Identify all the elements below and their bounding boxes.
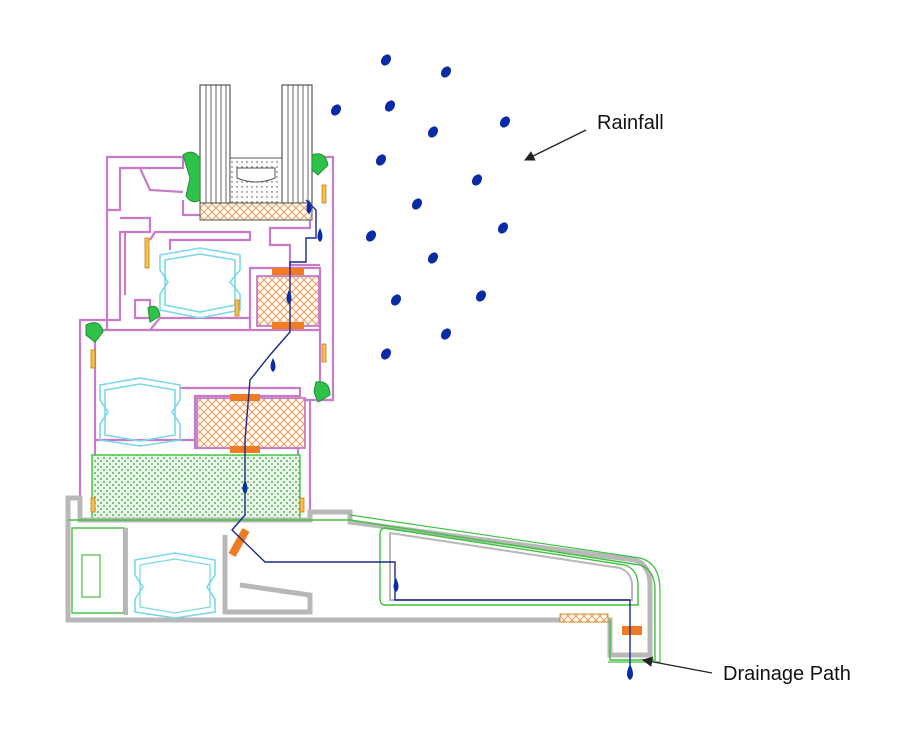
- water-drop-icon: [317, 228, 323, 242]
- water-drop-icon: [440, 328, 452, 340]
- glazing-bed-strip: [199, 202, 313, 221]
- water-drop-icon: [440, 66, 452, 78]
- water-drop-icon: [499, 116, 511, 128]
- frame-insulation-box: [196, 394, 306, 453]
- drainage-drops: [242, 200, 633, 680]
- water-drop-icon: [427, 252, 439, 264]
- rainfall-drops: [330, 54, 511, 360]
- water-drop-icon: [393, 578, 399, 592]
- water-drop-icon: [384, 100, 396, 112]
- water-drop-icon: [365, 230, 377, 242]
- drainage-path-line: [231, 199, 631, 665]
- water-drop-icon: [380, 348, 392, 360]
- glazing-unit: [199, 84, 313, 204]
- water-drop-icon: [427, 126, 439, 138]
- water-drop-icon: [375, 154, 387, 166]
- water-drop-icon: [330, 104, 342, 116]
- water-drop-icon: [471, 174, 483, 186]
- water-drop-icon: [627, 664, 633, 680]
- water-drop-icon: [306, 200, 312, 214]
- drainage-path-label: Drainage Path: [723, 663, 851, 685]
- water-drop-icon: [390, 294, 402, 306]
- vent-cavity: [159, 247, 241, 319]
- insulated-core: [91, 454, 301, 521]
- frame-cavity: [99, 377, 181, 447]
- water-drop-icon: [475, 290, 487, 302]
- water-drop-icon: [242, 480, 248, 494]
- seal-strips: [90, 184, 327, 513]
- water-drop-icon: [270, 358, 276, 372]
- sill-profile: [65, 495, 661, 663]
- drainage-arrow: [641, 656, 713, 674]
- rainfall-arrow: [524, 129, 587, 161]
- rainfall-label: Rainfall: [597, 112, 664, 134]
- water-drop-icon: [497, 222, 509, 234]
- gaskets: [85, 151, 331, 403]
- water-drop-icon: [286, 290, 292, 304]
- water-drop-icon: [380, 54, 392, 66]
- water-drop-icon: [411, 198, 423, 210]
